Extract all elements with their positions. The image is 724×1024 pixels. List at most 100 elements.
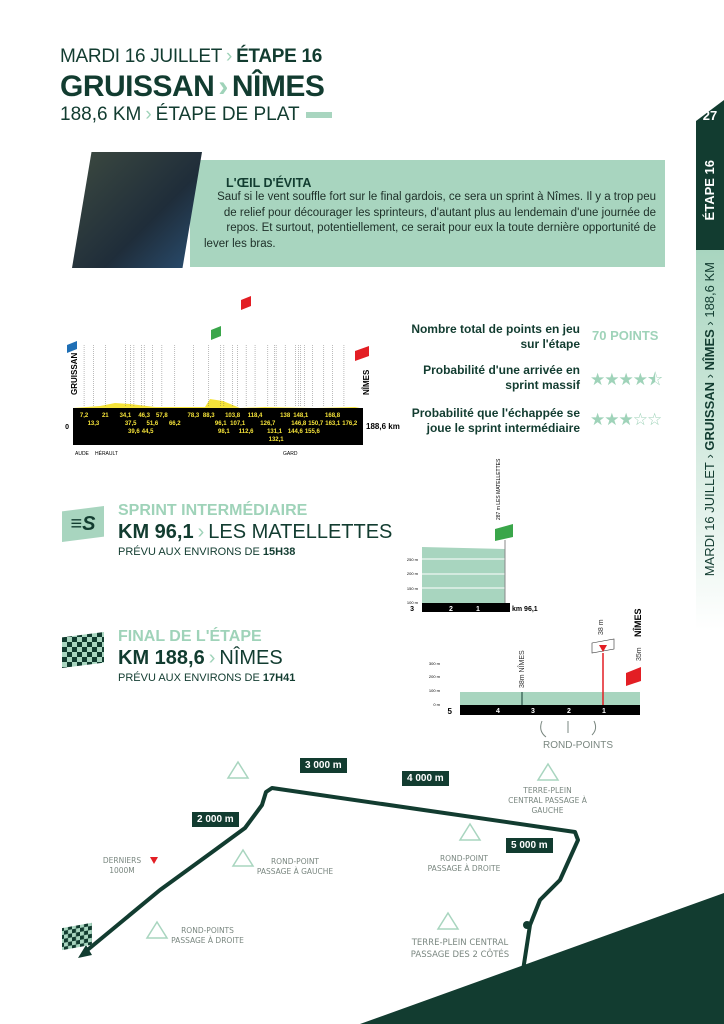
km-label: 4	[496, 708, 500, 715]
climb-flag-icon	[241, 296, 251, 310]
finish-flag-icon	[62, 632, 104, 668]
stars-breakaway-rating: ★★★☆☆	[590, 410, 662, 429]
quote-box	[190, 160, 665, 267]
sprint-flag-icon	[211, 326, 221, 340]
profile-km-label: 57,8	[156, 413, 168, 419]
profile-km-label: 176,2	[342, 421, 358, 427]
stage-distance-line: 188,6 KM›ÉTAPE DE PLAT	[60, 104, 332, 126]
stat-label: Nombre total de points en jeu sur l'étap…	[411, 322, 580, 351]
roundabout-icons	[145, 760, 560, 939]
profile-km-label: 37,5	[125, 421, 137, 427]
department: AUDE	[75, 451, 90, 457]
stat-label: Probabilité d'une arrivée en sprint mass…	[423, 363, 580, 392]
profile-km-label: 107,1	[230, 421, 246, 427]
finish-town: NÎMES	[231, 70, 325, 103]
profile-km-label: 144,6	[288, 429, 304, 435]
note-roundabout-right: ROND-POINT PASSAGE À DROITE	[427, 854, 501, 873]
stage-date-line: MARDI 16 JUILLET›ÉTAPE 16	[60, 46, 323, 67]
profile-km-label: 150,7	[308, 421, 324, 427]
stars-sprint-rating: ★★★★⯪	[590, 370, 663, 389]
km-label: 2	[567, 708, 571, 715]
sprint-icon: ≡S	[62, 506, 104, 542]
sidebar-tab	[696, 100, 724, 250]
points-total: 70 POINTS	[592, 328, 659, 343]
finish-flag-icon	[626, 667, 641, 686]
profile-km-label: 34,1	[120, 413, 132, 419]
town-mark-label: 38m NÎMES	[517, 650, 526, 688]
elevation-area	[73, 399, 360, 408]
stage-type: ÉTAPE DE PLAT	[155, 104, 300, 125]
note-median-both: TERRE-PLEIN CENTRAL PASSAGE DES 2 CÔTÉS	[410, 938, 510, 960]
final-eta: PRÉVU AUX ENVIRONS DE 17H41	[118, 672, 296, 684]
roundabouts-note: ROND-POINTS	[543, 740, 613, 751]
profile-km-label: 168,8	[325, 413, 341, 419]
start-flag-icon	[67, 341, 77, 353]
marker-4000m: 4 000 m	[402, 771, 449, 786]
profile-km-label: 118,4	[248, 413, 263, 419]
last-km-icon	[150, 857, 158, 864]
flat-stage-icon	[305, 111, 332, 118]
profile-finish: NÎMES	[362, 369, 371, 395]
y-tick: 300 m	[429, 661, 441, 666]
marker-5000m: 5 000 m	[506, 838, 553, 853]
final-location: KM 188,6›NÎMES	[118, 647, 283, 669]
start-town: GRUISSAN	[60, 70, 215, 103]
profile-km-label: 51,6	[146, 421, 158, 427]
flamme-rouge-icon	[599, 645, 607, 652]
department: GARD	[283, 451, 298, 457]
sprint-eta: PRÉVU AUX ENVIRONS DE 15H38	[118, 546, 296, 558]
profile-km-label: 46,3	[138, 413, 150, 419]
marker-2000m: 2 000 m	[192, 812, 239, 827]
profile-km-label: 13,3	[88, 421, 100, 427]
y-tick: 100 m	[429, 688, 441, 693]
profile-km-label: 44,5	[142, 429, 154, 435]
profile-km-label: 39,6	[128, 429, 140, 435]
profile-km-label: 112,6	[239, 429, 254, 435]
profile-km-label: 7,2	[80, 413, 89, 419]
y-tick: 150 m	[407, 586, 419, 591]
stage-profile: GRUISSAN NÎMES 188,6 km 0 AUDE HÉRAULT G…	[65, 296, 400, 457]
sprint-profile: 287 m LES MATELLETTES 250 m 200 m 150 m …	[407, 458, 538, 613]
km-bar	[422, 603, 510, 612]
y-tick: 200 m	[429, 674, 441, 679]
median-marker	[523, 921, 531, 929]
profile-km-label: 163,1	[325, 421, 341, 427]
km-bar	[460, 705, 640, 715]
finish-altitude: 35m	[636, 647, 643, 661]
stage-number: ÉTAPE 16	[236, 46, 323, 67]
profile-start: GRUISSAN	[70, 353, 79, 395]
km-label: 2	[449, 606, 453, 613]
y-tick: 250 m	[407, 557, 419, 562]
profile-km-label: 131,1	[267, 429, 283, 435]
rider-photo	[72, 152, 202, 268]
sprint-flag-icon	[495, 524, 513, 541]
y-tick: 100 m	[407, 600, 419, 605]
y-tick: 200 m	[407, 571, 419, 576]
profile-total: 188,6 km	[366, 422, 400, 431]
profile-km-label: 66,2	[169, 421, 181, 427]
note-roundabout-left: ROND-POINT PASSAGE À GAUCHE	[256, 857, 334, 876]
note-roundabouts-right: ROND-POINTS PASSAGE À DROITE	[171, 926, 244, 945]
stage-distance: 188,6 KM	[60, 104, 142, 125]
finish-flag-icon	[355, 346, 369, 361]
km-label: 3	[531, 708, 535, 715]
department: HÉRAULT	[95, 450, 118, 457]
sprint-title: SPRINT INTERMÉDIAIRE	[118, 502, 308, 519]
quote-text: Sauf si le vent souffle fort sur le fina…	[204, 191, 656, 250]
quote-title: L'ŒIL D'ÉVITA	[226, 176, 312, 190]
profile-km-label: 126,7	[260, 421, 276, 427]
profile-km-label: 148,1	[293, 413, 309, 419]
profile-km-label: 98,1	[218, 429, 230, 435]
sidebar-strip	[696, 250, 724, 630]
finish-flag-icon	[62, 922, 92, 951]
profile-km-label: 138	[280, 413, 291, 419]
marker-3000m: 3 000 m	[300, 758, 347, 773]
note-median-left: TERRE-PLEIN CENTRAL PASSAGE À GAUCHE	[508, 786, 587, 815]
stage-date: MARDI 16 JUILLET	[60, 46, 223, 67]
stage-route: GRUISSAN›NÎMES	[60, 70, 325, 103]
page-number: 27	[702, 108, 718, 123]
sprint-summit-label: 287 m LES MATELLETTES	[496, 458, 502, 520]
profile-zero: 0	[65, 424, 69, 431]
final-title: FINAL DE L'ÉTAPE	[118, 628, 262, 645]
